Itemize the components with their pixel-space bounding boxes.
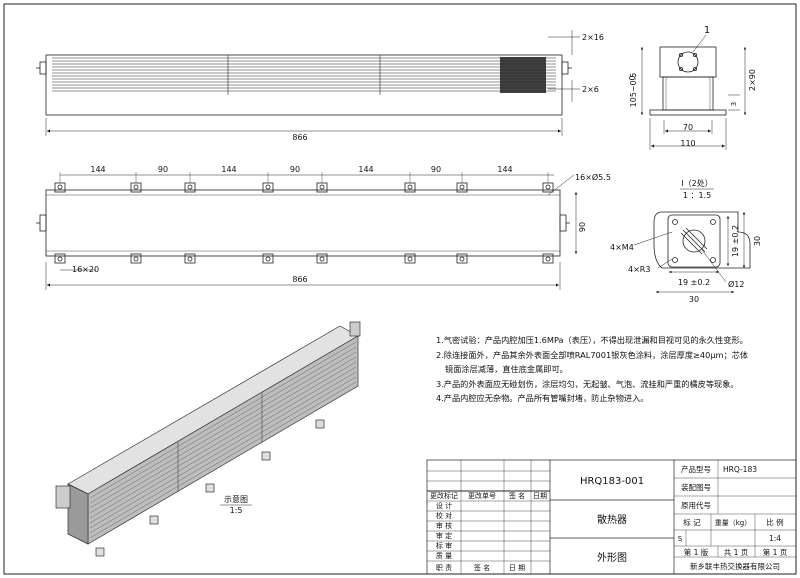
detail-dim-19-h: 19 ±0.2 (678, 278, 710, 287)
original-code-label: 原用代号 (681, 500, 711, 510)
fin-gap-dim: 2×6 (582, 85, 599, 94)
detail-title: I（2处） (681, 178, 712, 188)
isometric-view (55, 321, 361, 557)
edition: 第 1 版 (684, 547, 709, 557)
note-1: 1.气密试验：产品内腔加压1.6MPa（表压），不得出现泄漏和目视可见的永久性变… (436, 335, 748, 345)
side-height-b: 105−0.5 (629, 73, 638, 108)
detail-dim-30-v: 30 (753, 236, 762, 246)
detail-bore: Ø12 (728, 279, 744, 289)
detail-callout: 1 (704, 25, 710, 36)
assembly-label: 装配图号 (681, 482, 711, 492)
detail-scale: 1 ：1.5 (683, 191, 711, 200)
product-model-value: HRQ-183 (723, 465, 757, 474)
side-small-dim: 3 (730, 102, 738, 106)
scale-label: 比 例 (766, 517, 783, 527)
sheet-border (3, 3, 797, 575)
page-number: 第 1 页 (763, 547, 788, 557)
scale-value: 1:4 (769, 534, 781, 543)
role-label: 质 量 (436, 551, 452, 560)
spacing-dim: 144 (497, 165, 512, 174)
view-type: 外形图 (597, 552, 627, 564)
side-width-dim: 70 (683, 123, 693, 132)
sign-row-label: 职 责 (436, 563, 452, 572)
drawing-number: HRQ183-001 (580, 476, 644, 487)
top-view (36, 30, 580, 136)
top-length-dim: 866 (292, 133, 307, 142)
drawing-name: 散热器 (597, 513, 627, 526)
total-pages: 共 1 页 (724, 548, 749, 557)
role-label: 设 计 (436, 501, 452, 510)
spacing-dim: 90 (431, 165, 441, 174)
role-label: 校 对 (436, 511, 452, 520)
note-4: 4.产品内腔应无杂物。产品所有管嘴封堵，防止杂物进入。 (436, 393, 649, 403)
spacing-dim: 90 (290, 165, 300, 174)
title-block (426, 459, 797, 575)
front-view (36, 172, 578, 290)
detail-dim-30-h: 30 (689, 295, 699, 304)
role-label: 标 审 (436, 541, 452, 550)
hole-spec: 16×Ø5.5 (575, 172, 611, 182)
company-name: 新乡联丰热交换器有限公司 (690, 561, 780, 571)
product-model-label: 产品型号 (681, 464, 711, 474)
rev-header: 日期 (533, 492, 547, 500)
note-2: 2.除连接面外，产品其余外表面全部喷RAL7001银灰色涂料，涂层厚度≥40μm… (436, 349, 749, 360)
note-2-cont: 镜面涂层减薄，直住底金属即可。 (445, 364, 568, 374)
weight-label: 重量（kg） (715, 519, 752, 527)
spacing-dim: 144 (358, 165, 373, 174)
side-right-dim: 2×90 (748, 69, 757, 91)
technical-notes: 1.气密试验：产品内腔加压1.6MPa（表压），不得出现泄漏和目视可见的永久性变… (436, 333, 786, 406)
rev-header: 签 名 (509, 491, 525, 500)
side-base-dim: 110 (680, 139, 695, 148)
sign-row-label: 签 名 (474, 563, 490, 572)
front-length-dim: 866 (292, 275, 307, 284)
spacing-dim: 144 (221, 165, 236, 174)
mark-value: S (678, 535, 683, 543)
detail-thread: 4×M4 (610, 243, 634, 252)
role-label: 审 定 (436, 531, 452, 540)
side-height-a: 0 (628, 75, 637, 80)
iso-scale: 1:5 (230, 506, 243, 515)
note-3: 3.产品的外表面应无碰划伤，涂层均匀，无起皱、气泡、流挂和严重的橘皮等现象。 (436, 378, 739, 389)
mark-label: 标 记 (683, 517, 701, 527)
spacing-dim: 144 (90, 165, 105, 174)
iso-label: 示意图 (224, 494, 248, 504)
detail-radius: 4×R3 (628, 265, 650, 274)
spacing-dim: 90 (158, 165, 168, 174)
role-label: 审 核 (436, 521, 452, 530)
rev-header: 更改单号 (468, 491, 496, 500)
flange-dim: 16×20 (72, 265, 99, 274)
detail-view (633, 211, 751, 294)
detail-dim-19-v: 19 ±0.2 (731, 225, 740, 257)
fin-pitch-dim: 2×16 (582, 33, 604, 42)
sign-row-label: 日 期 (509, 564, 525, 572)
side-view (640, 34, 747, 150)
rev-header: 更改标记 (430, 491, 458, 500)
front-depth-dim: 90 (578, 222, 587, 232)
